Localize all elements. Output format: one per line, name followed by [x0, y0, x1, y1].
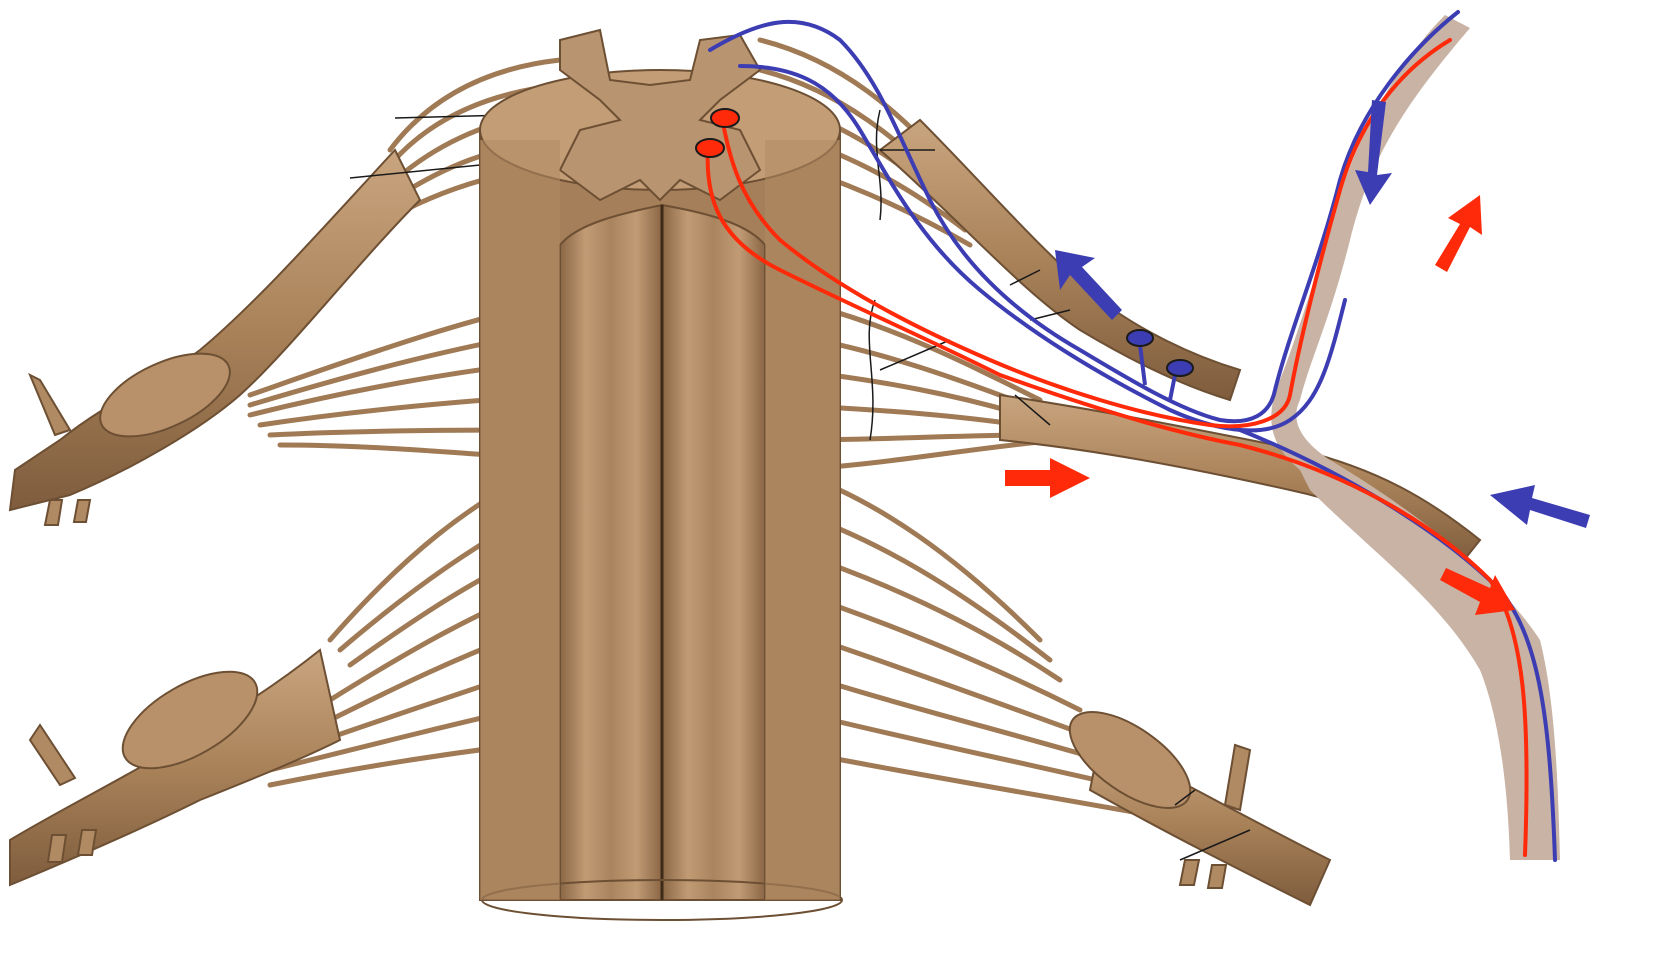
ganglion-cell-2	[1167, 360, 1193, 376]
lateral-column-left	[480, 140, 560, 900]
lateral-column-right	[765, 140, 840, 900]
upper-left-nerve-trunk	[10, 150, 420, 510]
red-arrow-up-right	[1435, 195, 1482, 272]
red-arrow-right	[1005, 458, 1090, 498]
ganglion-cell-1	[1127, 330, 1153, 346]
upper-left-branch-stub	[30, 375, 70, 435]
motor-cell-body-2	[696, 139, 724, 157]
upper-left-root-stubs	[45, 500, 90, 525]
lower-left-spinal-nerve	[10, 460, 560, 885]
spinal-cord	[480, 30, 842, 920]
motor-cell-body-1	[711, 109, 739, 127]
lower-left-branch-stub	[30, 725, 75, 785]
blue-arrow-left	[1490, 485, 1590, 528]
anterior-column-left	[560, 205, 662, 900]
anterior-column-right	[662, 205, 765, 900]
peripheral-nerve-sheath	[1271, 15, 1560, 860]
lower-right-branch-stub	[1225, 745, 1250, 810]
lower-right-spinal-nerve	[790, 470, 1330, 905]
lower-right-root-stubs	[1180, 860, 1226, 888]
